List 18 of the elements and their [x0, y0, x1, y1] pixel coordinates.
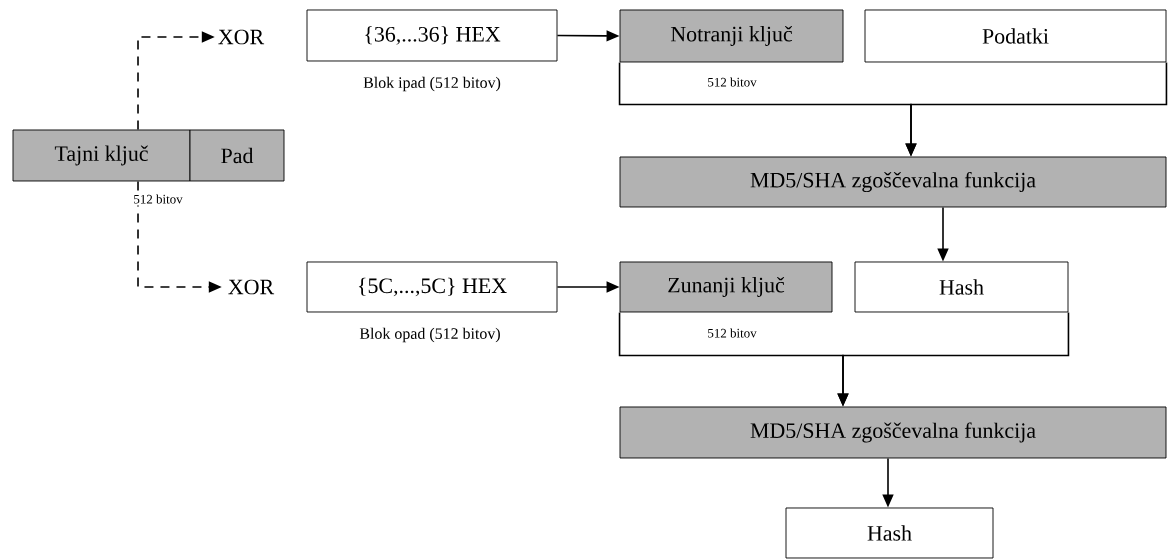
- data-box: Podatki: [864, 9, 1167, 63]
- size-label: 512 bitov: [131, 192, 185, 206]
- hash-function-box: MD5/SHA zgoščevalna funkcija: [619, 406, 1167, 459]
- block-box: {36,...36} HEX: [306, 9, 558, 62]
- block-box: {5C,...,5C} HEX: [306, 261, 558, 313]
- caption-text: Blok ipad (512 bitov): [363, 76, 501, 92]
- key-box: Tajni ključ: [12, 129, 191, 182]
- xor-text: XOR: [218, 29, 265, 45]
- caption-text: Blok opad (512 bitov): [359, 327, 500, 343]
- pad-box: Pad: [189, 129, 285, 182]
- size-label: 512 bitov: [705, 326, 759, 340]
- hash-box: Hash: [785, 507, 994, 559]
- size-label: 512 bitov: [705, 75, 759, 89]
- key-box: Notranji ključ: [619, 9, 844, 63]
- xor-text: XOR: [228, 279, 275, 295]
- hash-box: Hash: [854, 261, 1069, 313]
- key-box: Zunanji ključ: [619, 261, 833, 313]
- hash-function-box: MD5/SHA zgoščevalna funkcija: [619, 156, 1167, 208]
